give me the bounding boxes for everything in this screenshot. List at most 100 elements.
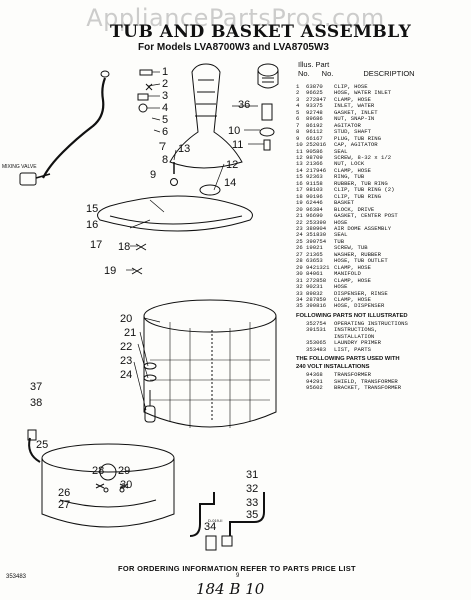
callout-26: 26	[58, 487, 70, 499]
agitator-cap	[257, 63, 279, 77]
callout-36: 36	[238, 99, 250, 111]
part-no: 252016	[306, 141, 327, 149]
illus-no: 34	[296, 295, 303, 303]
callout-2: 2	[162, 78, 168, 90]
part-description: OPERATING INSTRUCTIONS	[334, 320, 408, 327]
part-description: SCREW, TUB	[334, 245, 368, 252]
nut-lock	[170, 178, 178, 186]
callout-31: 31	[246, 469, 258, 481]
part-no: 390816	[306, 302, 327, 310]
callout-33: 33	[246, 497, 258, 509]
part-description: CLAMP, HOSE	[334, 96, 371, 103]
callout-15: 15	[86, 203, 98, 215]
clip-tub-ring	[131, 267, 143, 275]
callout-6: 6	[162, 126, 168, 138]
watermark: AppliancePartsPros.com	[86, 4, 385, 32]
part-description: LAUNDRY PRIMER	[334, 340, 381, 347]
part-no: 98103	[306, 186, 323, 194]
callout-4: 4	[162, 102, 168, 114]
part-description: STUD, SHAFT	[334, 129, 371, 136]
callout-1: 1	[162, 66, 168, 78]
illus-no: 3	[296, 95, 300, 103]
illus-no: 14	[296, 166, 303, 174]
illus-no: 33	[296, 289, 303, 297]
part-no: 95602	[306, 384, 323, 392]
dispenser-hose	[189, 492, 215, 537]
part-description: BLOCK, DRIVE	[334, 206, 375, 213]
callout-13: 13	[178, 143, 190, 155]
callout-35: 35	[246, 509, 258, 521]
part-description: WASHER, RUBBER	[334, 251, 381, 258]
part-no: 62446	[306, 199, 323, 207]
part-description: HOSE	[334, 284, 348, 291]
table-row: 1 63870 CLIP, HOSE	[296, 83, 468, 90]
part-no: 21366	[306, 160, 323, 168]
callout-32: 32	[246, 483, 258, 495]
table-header-line1: Illus. Part	[298, 60, 330, 69]
callout-17: 17	[90, 239, 102, 251]
part-no: 98709	[306, 153, 323, 161]
part-no: 63870	[306, 83, 323, 90]
illus-no: 4	[296, 102, 300, 110]
tub-outlet-hose	[28, 437, 41, 463]
table-row: INSTALLATION	[296, 334, 468, 340]
tub-basket-exploded-diagram: MIXING VALVE	[2, 63, 279, 551]
drawing-code: D-019-II	[208, 518, 222, 523]
screw-tub	[95, 483, 105, 489]
callout-28: 28	[92, 465, 104, 477]
part-no: 90231	[306, 283, 323, 291]
part-no: 253390	[306, 218, 327, 226]
illus-no: 1	[296, 83, 300, 90]
mixing-valve	[19, 172, 37, 186]
illus-no: 15	[296, 173, 303, 181]
part-description: RUBBER, TUB RING	[334, 180, 388, 187]
callout-24: 24	[120, 369, 132, 381]
part-no: 66167	[306, 134, 323, 142]
part-description: CLAMP, HOSE	[334, 296, 371, 303]
illus-no: 24	[296, 231, 303, 239]
part-description: CLIP, HOSE	[334, 84, 368, 90]
part-description: CLIP, TUB RING (2)	[334, 187, 395, 194]
part-description: GASKET, INLET	[334, 109, 378, 116]
callout-9: 9	[150, 169, 156, 181]
handwritten-note: 184 B 10	[196, 580, 265, 598]
illus-no: 17	[296, 186, 303, 194]
part-no: 391531	[306, 326, 327, 334]
callout-7: 7	[160, 141, 166, 153]
part-no: 272858	[306, 276, 327, 284]
hose-clip	[100, 70, 110, 78]
ordering-note: FOR ORDERING INFORMATION REFER TO PARTS …	[118, 564, 356, 573]
part-description: AGITATOR	[334, 122, 361, 129]
col-description: DESCRIPTION	[363, 69, 415, 78]
table-header: Illus. Part No. No. DESCRIPTION	[298, 60, 415, 78]
part-no: 96112	[306, 128, 323, 136]
part-no: 94368	[306, 371, 323, 379]
illus-no: 5	[296, 108, 300, 116]
part-description: CAP, AGITATOR	[334, 142, 378, 149]
part-description: SEAL	[334, 148, 348, 155]
hose-clamp	[199, 184, 221, 196]
clamp-hose	[145, 83, 153, 91]
callout-5: 5	[162, 114, 168, 126]
illus-no: 30	[296, 270, 303, 278]
illus-no: 9	[296, 134, 300, 142]
part-no: 9421321	[306, 263, 330, 271]
col-part-no: No.	[321, 69, 334, 78]
callout-20: 20	[120, 313, 132, 325]
callout-23: 23	[120, 355, 132, 367]
